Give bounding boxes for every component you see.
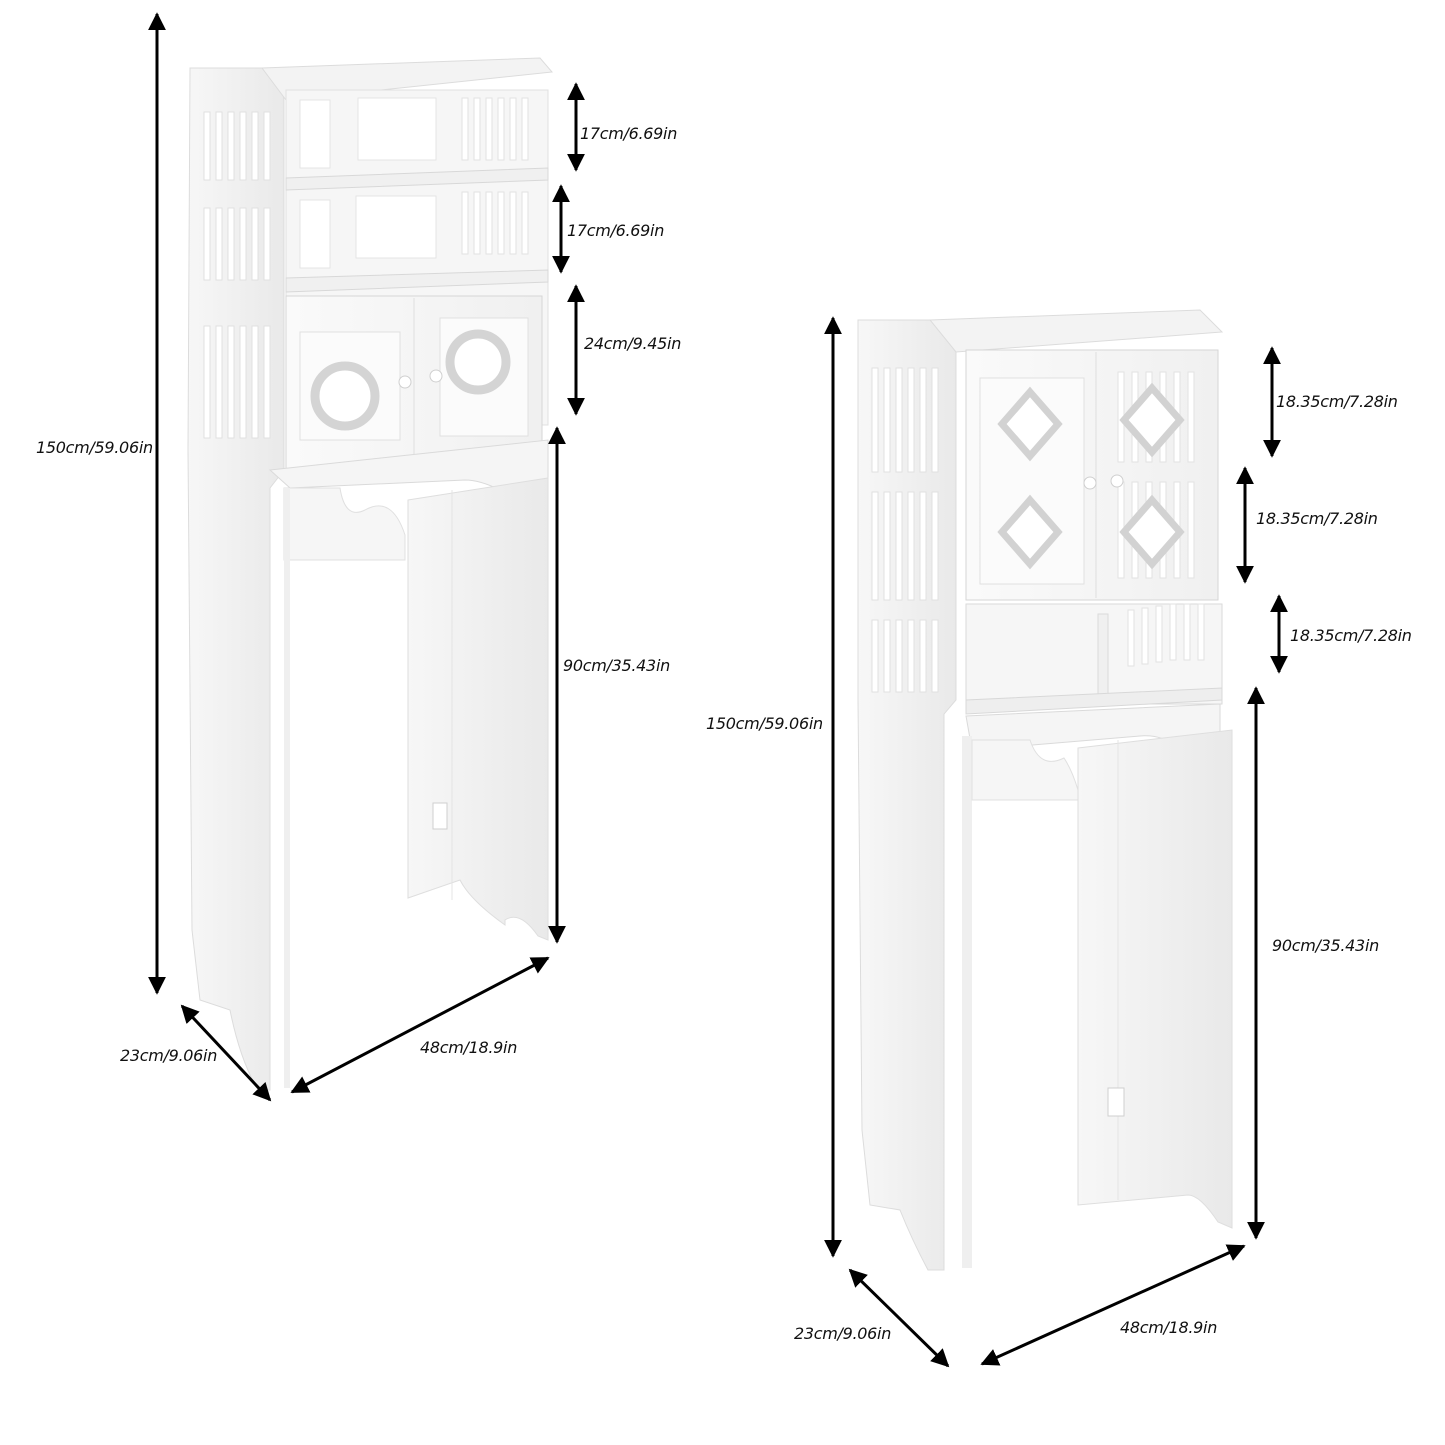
- unit-b-dimension-lines: [824, 316, 1288, 1368]
- unit-a-dimension-lines: [148, 12, 585, 1102]
- unit-a-shelf-2-height-label: 17cm/6.69in: [567, 221, 665, 240]
- unit-a-leg-height-label: 90cm/35.43in: [563, 656, 670, 675]
- unit-b-cabinet-lower-height-label: 18.35cm/7.28in: [1256, 509, 1378, 528]
- unit-a-width-label: 48cm/18.9in: [420, 1038, 518, 1057]
- unit-a-depth-label: 23cm/9.06in: [120, 1046, 218, 1065]
- unit-b-illustration: [857, 309, 1233, 1271]
- unit-b-total-height-label: 150cm/59.06in: [706, 714, 823, 733]
- unit-b-width-label: 48cm/18.9in: [1120, 1318, 1218, 1337]
- unit-a-shelf-1-height-label: 17cm/6.69in: [580, 124, 678, 143]
- unit-b-open-shelf-height-label: 18.35cm/7.28in: [1290, 626, 1412, 645]
- unit-b-cabinet-upper-height-label: 18.35cm/7.28in: [1276, 392, 1398, 411]
- unit-a-total-height-label: 150cm/59.06in: [36, 438, 153, 457]
- unit-b-leg-height-label: 90cm/35.43in: [1272, 936, 1379, 955]
- unit-a-illustration: [187, 57, 553, 1091]
- unit-a-cabinet-height-label: 24cm/9.45in: [584, 334, 682, 353]
- unit-b-depth-label: 23cm/9.06in: [794, 1324, 892, 1343]
